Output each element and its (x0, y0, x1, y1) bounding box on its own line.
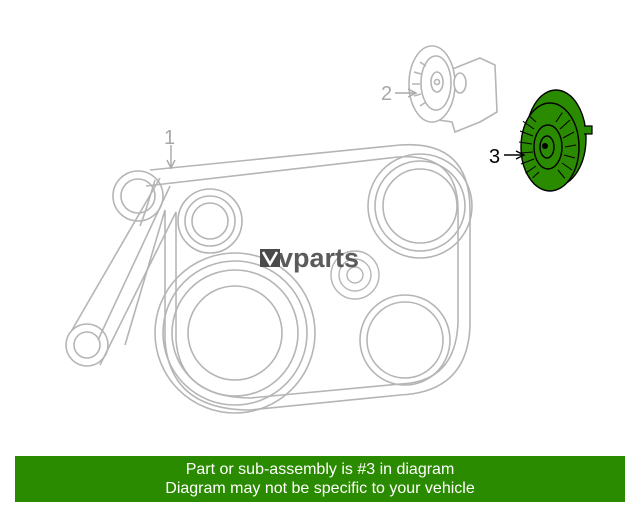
tensioner-assembly (408, 45, 498, 134)
pulley-left-middle (177, 188, 243, 254)
pulley-upper-left (112, 170, 164, 222)
belt-assembly (71, 143, 471, 411)
vparts-watermark: vparts (260, 243, 359, 273)
vparts-logo-icon (260, 249, 280, 267)
pulley-lower-left (65, 323, 109, 367)
callout-2: 2 (381, 83, 393, 105)
callout-1: 1 (164, 127, 176, 149)
banner-line-2: Diagram may not be specific to your vehi… (165, 480, 475, 497)
idler-pulley-highlighted (518, 89, 593, 192)
info-banner: Part or sub-assembly is #3 in diagram Di… (15, 456, 625, 502)
pulley-small-center (330, 250, 380, 300)
callout-3: 3 (489, 146, 501, 168)
pulley-upper-right (367, 153, 473, 259)
pulley-lower-right (359, 294, 451, 386)
belt-drive-diagram (65, 45, 593, 414)
vparts-wordmark: vparts (278, 243, 359, 273)
crankshaft-pulley (154, 252, 316, 414)
banner-line-1: Part or sub-assembly is #3 in diagram (185, 461, 455, 478)
leader-lines (166, 88, 526, 170)
